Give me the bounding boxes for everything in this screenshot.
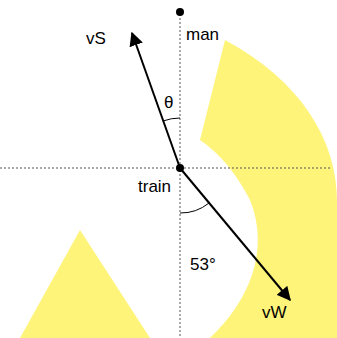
background-shape: [200, 40, 337, 338]
man-dot: [176, 8, 184, 16]
vector-label: vS: [86, 30, 106, 47]
vector-label: vW: [262, 304, 287, 321]
point-label: man: [186, 26, 219, 43]
theta-arc: [163, 118, 180, 121]
angle-label: θ: [164, 94, 173, 111]
angle-arc: [180, 203, 209, 213]
horizontal-axis: [0, 168, 330, 169]
background-shape: [20, 230, 150, 338]
vertical-axis: [180, 14, 181, 338]
angle-label: 53°: [190, 256, 216, 273]
point-label: train: [138, 178, 171, 195]
vs-arrow: [132, 33, 180, 168]
vw-arrow: [180, 168, 290, 300]
